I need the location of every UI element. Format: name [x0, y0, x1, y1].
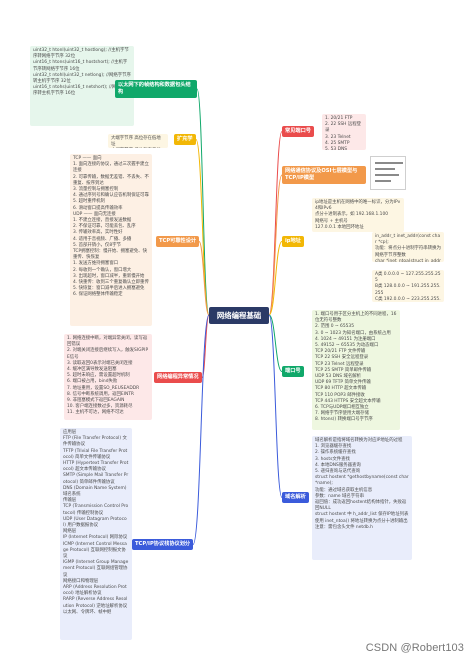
branch-extension[interactable]: 扩充学 [174, 134, 196, 145]
note-endianness: 大端字节序 高位存在低地址 小端字节序 低位存在低地址 [108, 134, 168, 148]
branch-dns[interactable]: 域名解析 [282, 492, 309, 503]
thumb-line [375, 162, 403, 164]
connector-branch-port-numbers [268, 314, 283, 372]
connector-branch-tcp-reliability [198, 241, 210, 316]
note-common-ports: 1. 20/21 FTP 2. 22 SSH 远程登录 3. 23 Telnet… [322, 114, 366, 150]
connector-branch-dns [268, 314, 283, 498]
connector-branch-osi-model [268, 174, 283, 316]
note-inet-functions: in_addr_t inet_addr(const char *cp); 功能：… [372, 232, 444, 262]
branch-tcp-reliability[interactable]: TCP可靠性设计 [156, 236, 200, 247]
branch-network-errors[interactable]: 网络编程异常情况 [154, 372, 202, 383]
connector-branch-ethernet-frame [196, 88, 210, 316]
connector-branch-common-ports [268, 131, 283, 316]
note-tcp-udp: TCP —— 面向 1. 面向连接的协议，通过三次握手建立连接 2. 可靠传输，… [70, 154, 152, 326]
note-protocol-stack: 应用层 FTP (File Transfer Protocol) 文件传输协议 … [60, 428, 132, 640]
connector-branch-ip-address [268, 241, 283, 316]
thumb-line [375, 168, 395, 170]
connector-branch-protocol-stack [192, 314, 210, 545]
note-ip-classes: A类 0.0.0.0 ~ 127.255.255.255 B类 128.0.0.… [372, 270, 444, 302]
watermark: CSDN @Robert103 [365, 642, 464, 654]
central-topic[interactable]: 网络编程基础 [209, 307, 269, 324]
branch-osi-model[interactable]: 网络通信协议及OSI七层模型与TCP/IP模型 [282, 166, 366, 184]
osi-model-thumbnail [370, 156, 406, 190]
connector-branch-extension [195, 139, 210, 316]
note-ip-address: ip地址是主机在网络中的唯一标识，分为IPv4和IPv6 点分十进制表示，如 1… [312, 198, 404, 232]
note-port-numbers: 1. 端口号用于区分主机上的不同进程，16位无符号整数 2. 范围 0 ~ 65… [312, 310, 400, 430]
thumb-line [375, 174, 399, 176]
branch-ethernet-frame[interactable]: 以太网下的帧结构和数据包头结构 [115, 80, 197, 98]
note-dns: 域名解析是指将域名转换为对应IP地址的过程 1. 浏览器缓存查找 2. 操作系统… [312, 436, 412, 560]
branch-protocol-stack[interactable]: TCP/IP协议栈协议划分 [132, 539, 194, 550]
branch-ip-address[interactable]: ip地址 [282, 236, 304, 247]
thumb-line [375, 180, 391, 182]
branch-common-ports[interactable]: 常见端口号 [282, 126, 314, 137]
note-network-errors: 1. 网络连接中断，对端异常关闭，读写返回错误 2. 对端关闭连接后继续写入，触… [64, 334, 152, 420]
branch-port-numbers[interactable]: 端口号 [282, 366, 304, 377]
